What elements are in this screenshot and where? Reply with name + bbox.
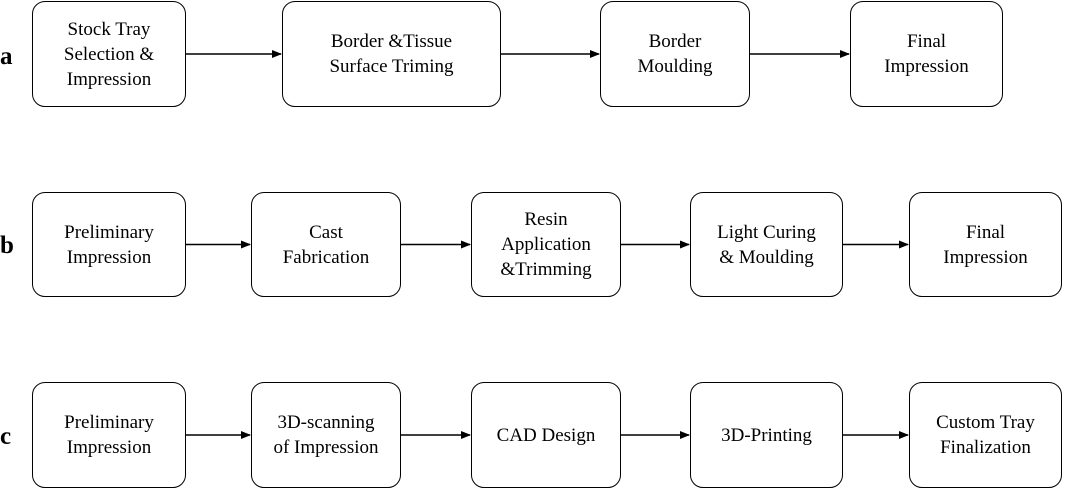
- step-box-c-2: 3D-scanning of Impression: [251, 382, 401, 488]
- step-label: 3D-Printing: [721, 424, 812, 446]
- step-label: CAD Design: [496, 424, 596, 446]
- step-label: Preliminary Impression: [64, 412, 154, 458]
- step-label: Preliminary Impression: [64, 221, 154, 268]
- step-label: Custom Tray Finalization: [936, 412, 1035, 458]
- step-box-b-2: Cast Fabrication: [251, 192, 401, 297]
- step-label: Border &Tissue Surface Triming: [329, 31, 454, 77]
- step-box-a-2: Border &Tissue Surface Triming: [282, 1, 501, 107]
- step-label: Border Moulding: [637, 31, 713, 77]
- step-box-b-4: Light Curing & Moulding: [690, 192, 843, 297]
- step-label: 3D-scanning of Impression: [273, 412, 379, 458]
- step-box-b-5: Final Impression: [909, 192, 1062, 297]
- row-label-b: b: [0, 232, 14, 259]
- step-box-a-3: Border Moulding: [600, 1, 750, 107]
- step-label: Stock Tray Selection & Impression: [63, 18, 155, 90]
- row-label-a: a: [0, 43, 13, 70]
- step-box-b-3: Resin Application &Trimming: [471, 192, 621, 297]
- step-box-c-1: Preliminary Impression: [32, 382, 186, 488]
- step-label: Cast Fabrication: [282, 221, 370, 268]
- step-box-c-3: CAD Design: [471, 382, 621, 488]
- step-box-c-5: Custom Tray Finalization: [909, 382, 1062, 488]
- step-label: Light Curing & Moulding: [717, 221, 816, 268]
- step-label: Resin Application &Trimming: [500, 209, 592, 280]
- step-box-a-1: Stock Tray Selection & Impression: [32, 1, 186, 107]
- step-box-c-4: 3D-Printing: [690, 382, 843, 488]
- step-box-b-1: Preliminary Impression: [32, 192, 186, 297]
- step-label: Final Impression: [943, 221, 1028, 268]
- step-label: Final Impression: [884, 31, 969, 77]
- row-label-c: c: [0, 423, 12, 450]
- step-box-a-4: Final Impression: [850, 1, 1003, 107]
